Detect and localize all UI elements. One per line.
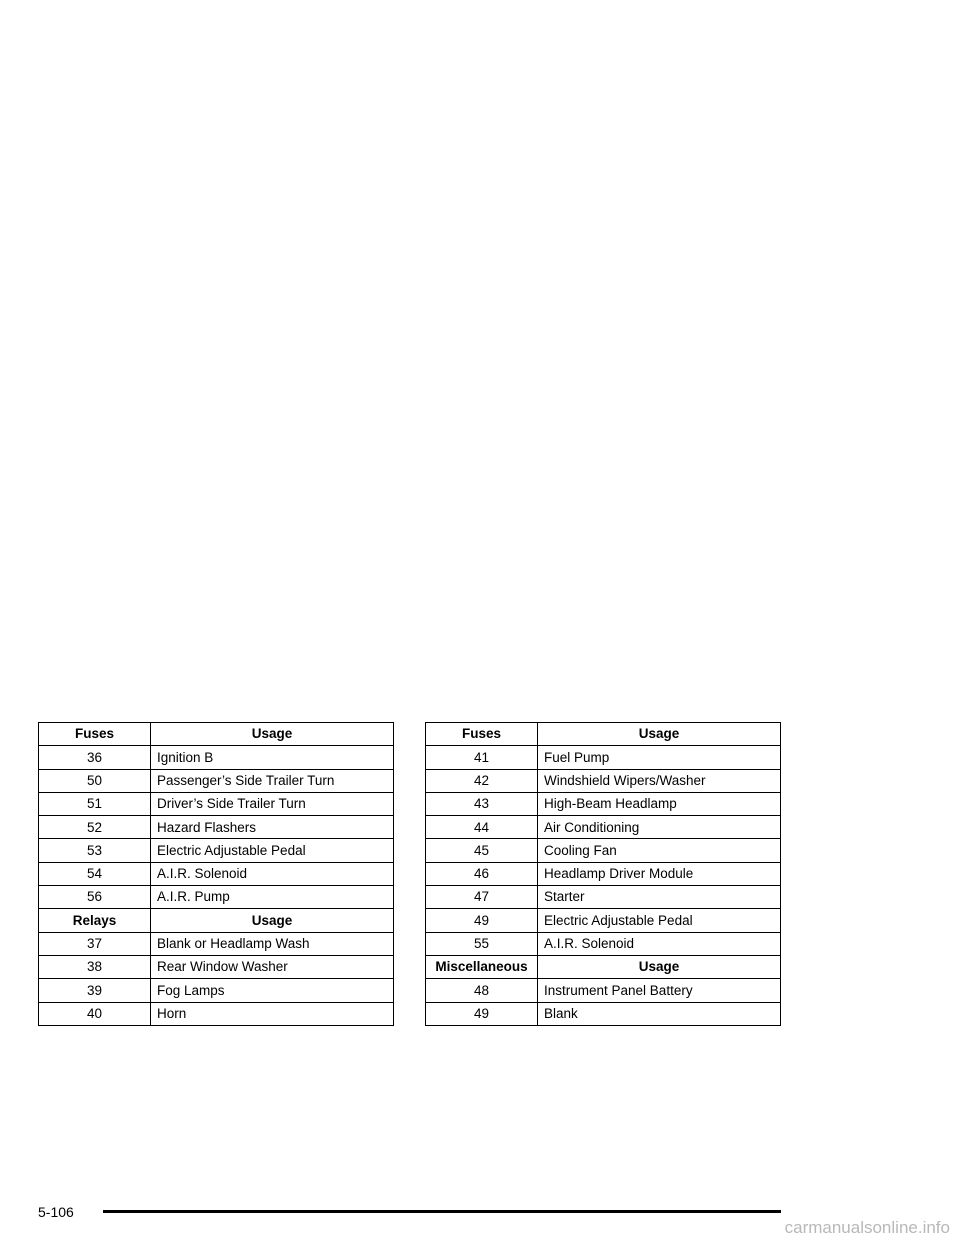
column-header-id: Fuses	[425, 721, 538, 747]
fuse-number-cell: 46	[425, 861, 538, 887]
usage-cell: Passenger’s Side Trailer Turn	[150, 768, 394, 793]
column-header-usage: Usage	[537, 954, 781, 980]
fuse-number-cell: 55	[425, 931, 538, 956]
usage-cell: Air Conditioning	[537, 815, 781, 840]
usage-cell: Hazard Flashers	[150, 815, 394, 840]
usage-cell: Blank or Headlamp Wash	[150, 931, 394, 956]
usage-cell: High-Beam Headlamp	[537, 791, 781, 817]
usage-cell: Fuel Pump	[537, 745, 781, 770]
page-number: 5-106	[38, 1204, 74, 1220]
usage-cell: Ignition B	[150, 745, 394, 770]
fuse-number-cell: 42	[425, 768, 538, 793]
usage-cell: A.I.R. Solenoid	[537, 931, 781, 956]
fuse-number-cell: 50	[38, 768, 151, 793]
fuse-number-cell: 45	[425, 838, 538, 863]
fuse-number-cell: 49	[425, 1001, 538, 1026]
footer-rule	[103, 1210, 781, 1213]
column-header-id: Relays	[38, 908, 151, 933]
column-header-usage: Usage	[150, 908, 394, 933]
usage-cell: Blank	[537, 1001, 781, 1026]
usage-cell: Windshield Wipers/Washer	[537, 768, 781, 793]
usage-cell: Cooling Fan	[537, 838, 781, 863]
fuse-number-cell: 37	[38, 931, 151, 956]
usage-cell: Driver’s Side Trailer Turn	[150, 791, 394, 817]
watermark: carmanualsonline.info	[784, 1218, 950, 1237]
column-header-usage: Usage	[150, 721, 394, 747]
fuse-number-cell: 39	[38, 978, 151, 1003]
fuse-number-cell: 53	[38, 838, 151, 863]
fuse-number-cell: 38	[38, 954, 151, 980]
usage-cell: Starter	[537, 885, 781, 910]
usage-cell: Rear Window Washer	[150, 954, 394, 980]
usage-cell: A.I.R. Pump	[150, 885, 394, 910]
usage-cell: Instrument Panel Battery	[537, 978, 781, 1003]
usage-cell: Horn	[150, 1001, 394, 1026]
usage-cell: Electric Adjustable Pedal	[150, 838, 394, 863]
usage-cell: A.I.R. Solenoid	[150, 861, 394, 887]
fuse-number-cell: 51	[38, 791, 151, 817]
usage-cell: Fog Lamps	[150, 978, 394, 1003]
usage-cell: Headlamp Driver Module	[537, 861, 781, 887]
column-header-usage: Usage	[537, 721, 781, 747]
fuse-number-cell: 56	[38, 885, 151, 910]
fuse-number-cell: 54	[38, 861, 151, 887]
column-header-id: Miscellaneous	[425, 954, 538, 980]
column-header-id: Fuses	[38, 721, 151, 747]
fuse-number-cell: 44	[425, 815, 538, 840]
fuse-number-cell: 49	[425, 908, 538, 933]
fuse-number-cell: 47	[425, 885, 538, 910]
usage-cell: Electric Adjustable Pedal	[537, 908, 781, 933]
fuse-number-cell: 52	[38, 815, 151, 840]
fuse-number-cell: 43	[425, 791, 538, 817]
fuse-number-cell: 40	[38, 1001, 151, 1026]
fuse-number-cell: 36	[38, 745, 151, 770]
fuse-number-cell: 48	[425, 978, 538, 1003]
fuse-number-cell: 41	[425, 745, 538, 770]
